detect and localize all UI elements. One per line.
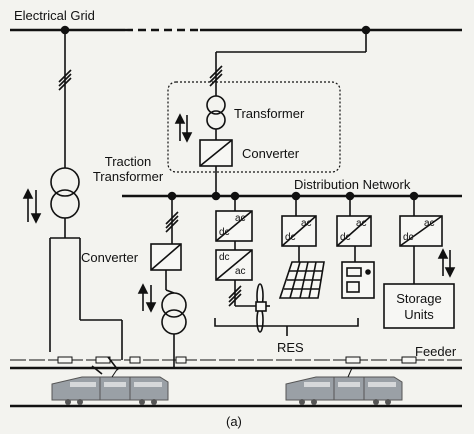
traction-transformer-label-1: Traction	[104, 154, 152, 169]
dc-label: dc	[219, 227, 230, 238]
train-right	[285, 367, 403, 405]
grid-converter-label: Converter	[242, 146, 300, 161]
left-transformer-symbol	[161, 292, 187, 335]
energy-meter-icon	[341, 261, 375, 299]
traction-transformer-label-2: Transformer	[92, 169, 164, 184]
dc-label: dc	[219, 252, 230, 263]
grid-transformer-label: Transformer	[234, 106, 305, 121]
dc-label: dc	[340, 232, 351, 243]
left-converter-label: Converter	[81, 250, 139, 265]
train-left	[51, 367, 169, 405]
grid-transformer-symbol	[206, 95, 226, 130]
figure-caption: (a)	[226, 414, 242, 429]
ac-label: ac	[424, 218, 435, 229]
storage-units-label-2: Units	[404, 307, 434, 322]
grid-converter-box	[199, 139, 233, 167]
traction-transformer-symbol	[50, 167, 80, 219]
storage-units-box	[383, 283, 455, 329]
left-converter-box	[150, 243, 182, 271]
res-label: RES	[277, 340, 304, 355]
electrical-grid-label: Electrical Grid	[14, 8, 95, 23]
ac-label: ac	[235, 213, 246, 224]
ac-label: ac	[235, 266, 246, 277]
ac-label: ac	[301, 218, 312, 229]
dc-label: dc	[403, 232, 414, 243]
res-bracket	[214, 318, 359, 327]
bidirectional-flow-arrow-top	[174, 113, 193, 143]
ac-label: ac	[356, 218, 367, 229]
bidirectional-flow-arrow-storage	[437, 248, 456, 278]
dc-label: dc	[285, 232, 296, 243]
feeder-label: Feeder	[415, 344, 457, 359]
wind-turbine-icon	[255, 283, 270, 333]
storage-units-label-1: Storage	[396, 291, 442, 306]
bidirectional-flow-arrow-mid	[137, 283, 157, 313]
bidirectional-flow-arrow-left	[22, 188, 42, 224]
solar-panel-icon	[278, 261, 325, 299]
grid-interface-group	[167, 81, 341, 173]
distribution-network-label: Distribution Network	[294, 177, 411, 192]
